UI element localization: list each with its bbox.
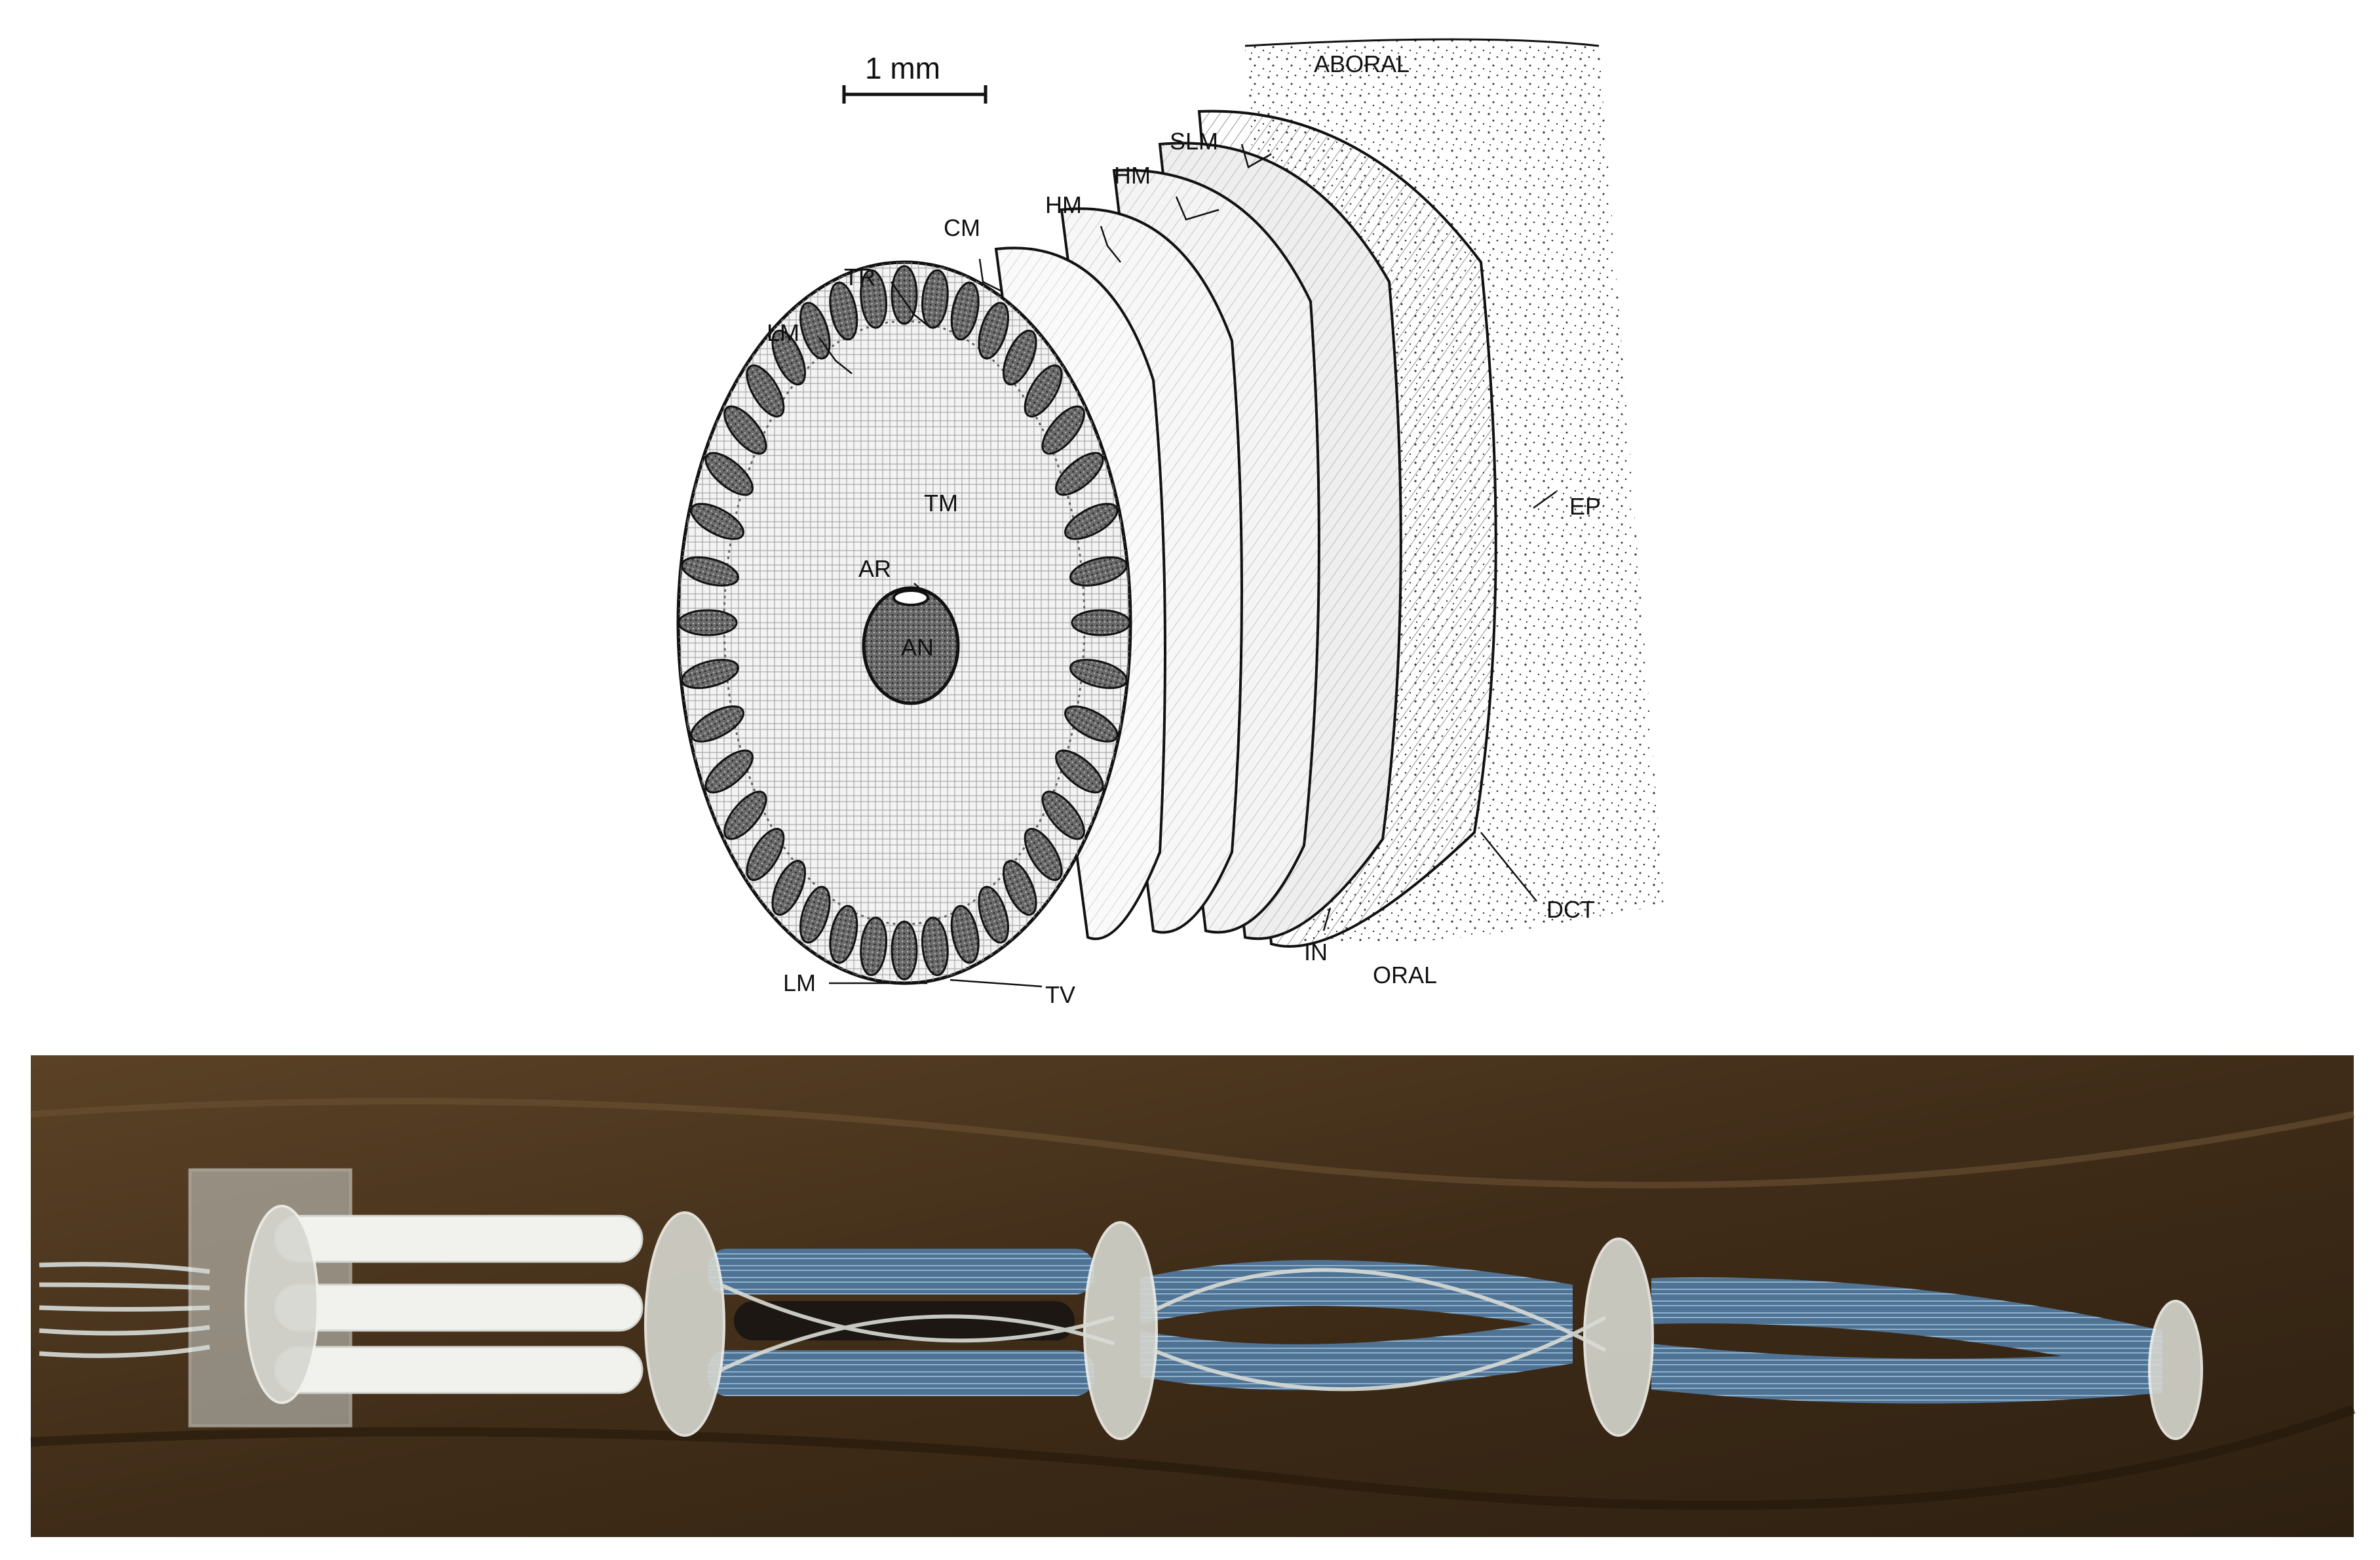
- scale-bar: 1 mm: [842, 51, 988, 104]
- lm-bundle: [1003, 859, 1037, 916]
- longitudinal-muscle-bundles: [678, 265, 1130, 981]
- label-slm: SLM: [1170, 128, 1218, 155]
- lm-bundle: [1069, 556, 1128, 587]
- lm-bundle: [950, 281, 980, 341]
- label-an: AN: [901, 634, 934, 661]
- lm-bundle: [723, 405, 767, 455]
- label-cm: CM: [944, 214, 980, 241]
- label-tr: TR: [844, 263, 875, 290]
- lm-bundle: [950, 905, 980, 964]
- lm-bundle: [1055, 749, 1104, 794]
- label-tv: TV: [1045, 981, 1075, 1008]
- lm-bundle: [860, 269, 887, 329]
- lm-bundle: [860, 916, 887, 977]
- lm-bundle: [1064, 705, 1119, 743]
- lm-bundle: [723, 790, 767, 840]
- lm-bundle: [921, 269, 949, 329]
- label-lm-bottom: LM: [783, 969, 816, 996]
- lm-bundle: [1069, 659, 1128, 690]
- lm-bundle: [681, 556, 740, 587]
- lm-bundle: [704, 749, 754, 794]
- scale-bar-label: 1 mm: [865, 51, 940, 85]
- lm-bundle: [829, 281, 858, 341]
- lm-bundle: [746, 828, 785, 882]
- lm-bundle: [690, 705, 744, 743]
- label-ep: EP: [1569, 493, 1601, 520]
- lm-bundle: [690, 503, 744, 540]
- label-tm: TM: [924, 490, 958, 517]
- lm-bundle: [978, 302, 1009, 360]
- lm-bundle: [1024, 828, 1063, 882]
- lm-bundle: [771, 859, 806, 916]
- lm-bundle: [1003, 329, 1037, 386]
- lm-bundle: [978, 886, 1009, 944]
- lm-bundle: [799, 886, 831, 944]
- lm-bundle: [678, 609, 738, 636]
- lm-bundle: [829, 905, 858, 964]
- label-oral: ORAL: [1373, 962, 1437, 988]
- lm-bundle: [1041, 405, 1085, 455]
- label-hm-inner: HM: [1045, 191, 1082, 218]
- lm-bundle: [771, 329, 806, 386]
- lm-bundle: [704, 452, 754, 496]
- lm-bundle: [1064, 503, 1119, 540]
- lm-bundle: [1071, 609, 1130, 636]
- lm-bundle: [921, 916, 949, 977]
- lm-bundle: [1041, 790, 1085, 840]
- white-actuator-segment: [274, 1215, 643, 1394]
- lm-bundle: [1024, 364, 1063, 418]
- blue-actuator-segment-3: [1651, 1277, 2162, 1404]
- blue-actuator-segment-1: [708, 1249, 1094, 1396]
- label-hm-outer: HM: [1114, 162, 1151, 189]
- lm-bundle: [891, 920, 918, 981]
- label-aboral: ABORAL: [1314, 50, 1410, 77]
- axial-nerve-cord: [862, 586, 960, 705]
- label-ar: AR: [858, 555, 891, 582]
- lm-bundle: [1055, 452, 1104, 496]
- label-in: IN: [1304, 939, 1328, 965]
- loose-tubes: [720, 1268, 1607, 1392]
- lm-bundle: [746, 364, 785, 418]
- label-lm-top: LM: [767, 319, 799, 346]
- lm-bundle: [681, 659, 740, 690]
- lm-bundle: [799, 302, 831, 360]
- axial-artery: [892, 589, 929, 606]
- arm-cross-section-illustration: 1 mm ABORAL ORAL SLM HM HM CM TR LM TM A…: [676, 38, 1664, 1008]
- leader-lines: [818, 144, 1557, 988]
- connector-discs: [244, 1205, 2203, 1440]
- label-dct: DCT: [1546, 896, 1595, 923]
